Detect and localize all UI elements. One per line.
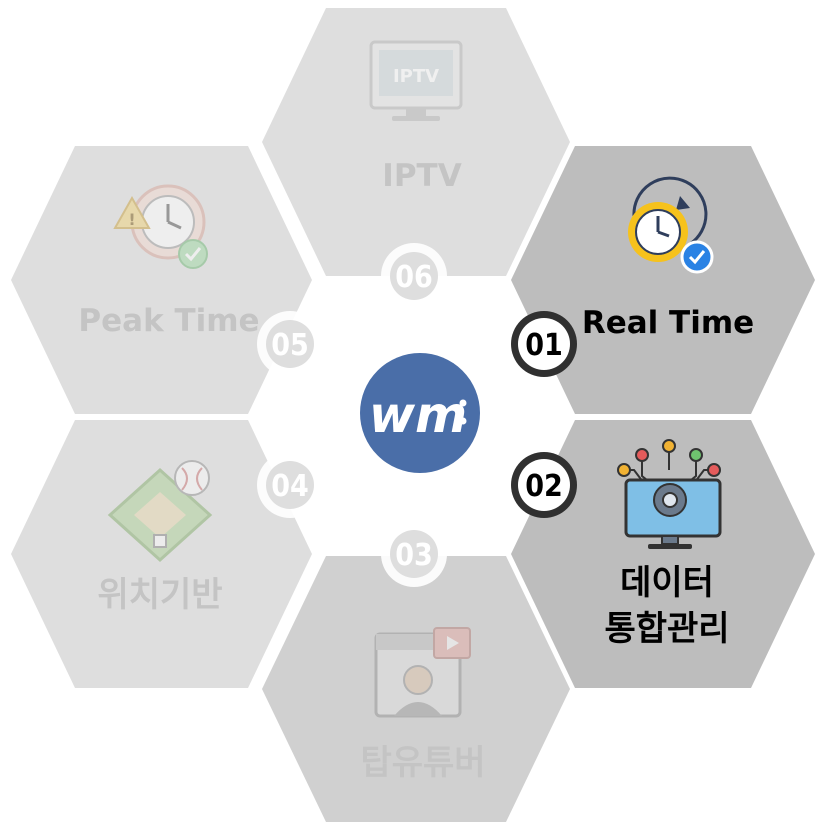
hex-segment-01[interactable]: Real Time: [511, 146, 815, 414]
badge-01[interactable]: 01: [511, 311, 577, 377]
badge-02-number: 02: [525, 469, 563, 504]
badge-03[interactable]: 03: [381, 521, 447, 587]
segment-03-label: 탑유튜버: [360, 743, 485, 783]
badge-05-number: 05: [271, 328, 309, 363]
badge-04-number: 04: [271, 469, 309, 504]
segment-06-label: IPTV: [382, 158, 461, 194]
badge-06-number: 06: [395, 260, 433, 295]
segment-02-label-line-2: 통합관리: [604, 609, 729, 649]
segment-01-label: Real Time: [582, 305, 754, 341]
clock-warning-icon: !: [113, 184, 208, 269]
segment-04-label: 위치기반: [97, 575, 222, 615]
segment-02-label-line-1: 데이터: [620, 563, 714, 603]
badge-04[interactable]: 04: [257, 452, 323, 518]
hex-segment-04[interactable]: 위치기반: [11, 420, 312, 688]
iptv-monitor-icon: IPTV: [369, 40, 463, 121]
iptv-screen-text: IPTV: [393, 66, 439, 87]
hex-segment-05[interactable]: ! Peak Time: [11, 146, 312, 414]
badge-02[interactable]: 02: [511, 452, 577, 518]
badge-05[interactable]: 05: [257, 311, 323, 377]
clock-check-icon: [628, 176, 714, 274]
segment-05-label: Peak Time: [78, 303, 259, 339]
badge-03-number: 03: [395, 538, 433, 573]
badge-06[interactable]: 06: [381, 243, 447, 309]
svg-text:!: !: [128, 210, 135, 229]
hex-segment-03[interactable]: 탑유튜버: [262, 556, 570, 822]
center-logo: wm: [360, 353, 480, 473]
monitor-gear-icon: [617, 439, 722, 549]
hex-segment-06[interactable]: IPTV IPTV: [262, 8, 570, 276]
hex-segment-02[interactable]: 데이터 통합관리: [511, 420, 815, 688]
baseball-field-icon: [107, 460, 213, 563]
badge-01-number: 01: [525, 328, 563, 363]
center-logo-text: wm: [369, 386, 467, 444]
video-streamer-icon: [374, 627, 471, 718]
